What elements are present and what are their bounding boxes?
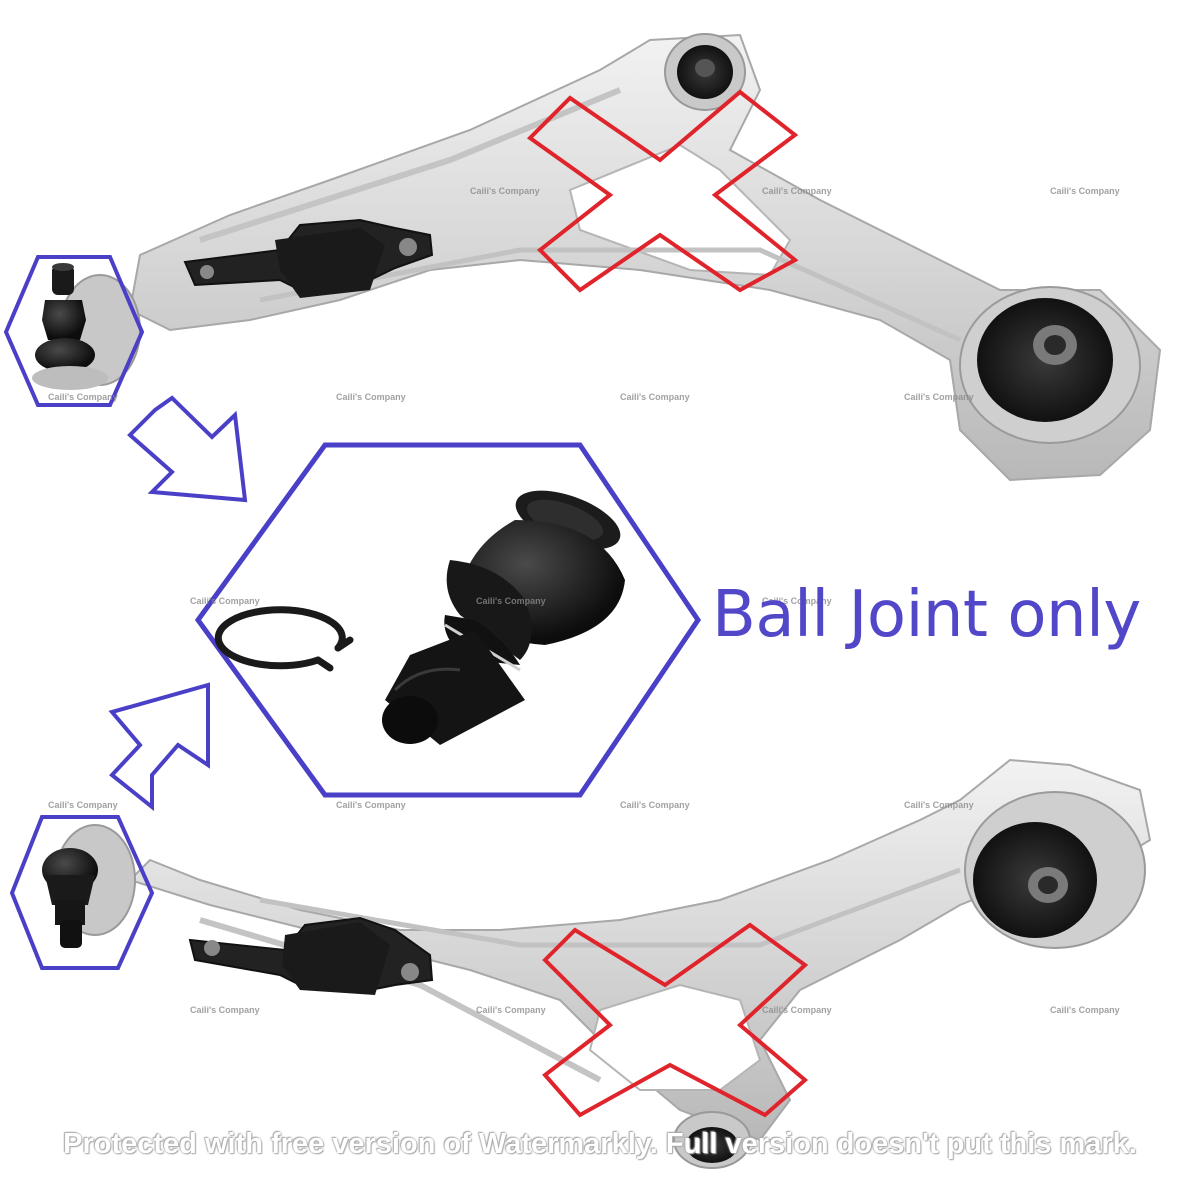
product-label: Ball Joint only [712, 578, 1141, 652]
brand-watermark: Caili's Company [620, 392, 690, 402]
brand-watermark: Caili's Company [904, 392, 974, 402]
ball-joint [382, 490, 625, 745]
brand-watermark: Caili's Company [48, 392, 118, 402]
arrow-icon [108, 682, 210, 812]
bushing [959, 286, 1141, 444]
hexagon-highlight [194, 442, 702, 798]
x-mark [542, 922, 809, 1118]
control-arm-bottom [54, 758, 1152, 1169]
control-arm-top [59, 33, 1162, 482]
brand-watermark: Caili's Company [1050, 1005, 1120, 1015]
footer-watermark: Protected with free version of Watermark… [63, 1128, 1137, 1160]
hexagon-highlight [9, 815, 155, 970]
brand-watermark: Caili's Company [620, 800, 690, 810]
brand-watermark: Caili's Company [762, 186, 832, 196]
ball-joint-small-top [32, 263, 108, 390]
retaining-clip [214, 606, 354, 672]
brand-watermark: Caili's Company [336, 800, 406, 810]
ball-joint-small-bottom [42, 848, 98, 948]
brand-watermark: Caili's Company [1050, 186, 1120, 196]
brand-watermark: Caili's Company [190, 1005, 260, 1015]
brand-watermark: Caili's Company [762, 1005, 832, 1015]
brand-watermark: Caili's Company [476, 596, 546, 606]
bushing [673, 1111, 751, 1169]
brand-watermark: Caili's Company [762, 596, 832, 606]
brand-watermark: Caili's Company [904, 800, 974, 810]
brand-watermark: Caili's Company [336, 392, 406, 402]
bushing [664, 33, 746, 111]
brand-watermark: Caili's Company [190, 596, 260, 606]
brand-watermark: Caili's Company [476, 1005, 546, 1015]
bushing [964, 791, 1146, 949]
hexagon-highlight [3, 255, 145, 407]
arrow-icon [127, 395, 248, 503]
x-mark [526, 89, 799, 293]
brand-watermark: Caili's Company [470, 186, 540, 196]
brand-watermark: Caili's Company [48, 800, 118, 810]
